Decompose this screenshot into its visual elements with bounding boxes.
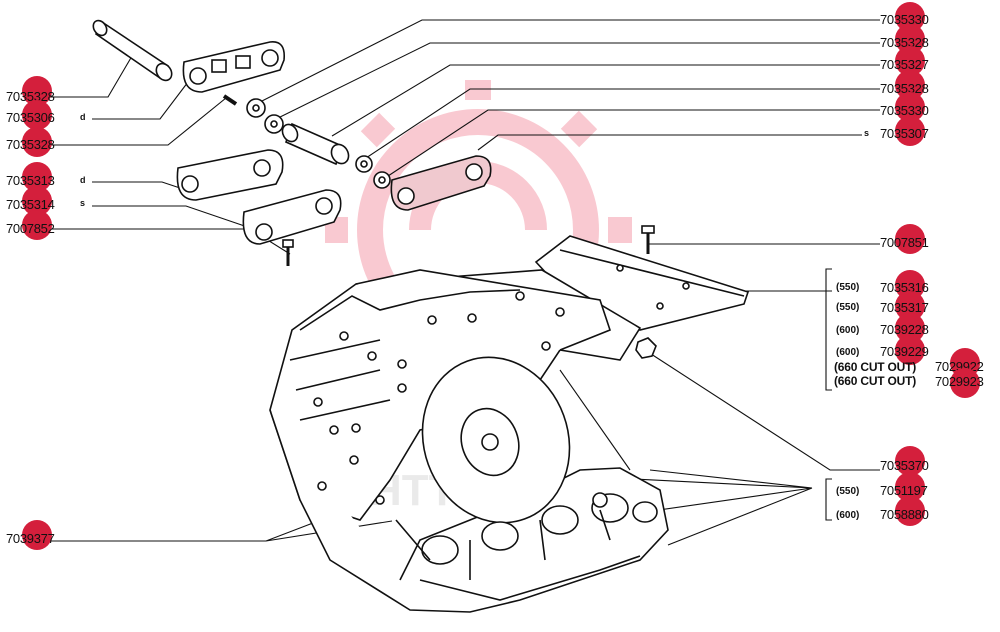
part-number-r9[interactable]: 7035317 bbox=[880, 300, 929, 315]
marker-dot-l6 bbox=[22, 210, 52, 240]
part-number-r14[interactable]: 7035370 bbox=[880, 458, 929, 473]
marker-dot-r6 bbox=[895, 116, 925, 146]
part-number-l7[interactable]: 7039377 bbox=[6, 531, 55, 546]
part-number-r2[interactable]: 7035328 bbox=[880, 35, 929, 50]
part-number-l4[interactable]: 7035313 bbox=[6, 173, 55, 188]
marker-dot-r14 bbox=[895, 446, 925, 476]
track-assembly bbox=[269, 269, 669, 613]
part-number-r1[interactable]: 7035330 bbox=[880, 12, 929, 27]
tag-l4: d bbox=[80, 175, 86, 185]
marker-dot-r11 bbox=[895, 335, 925, 365]
part-number-r11[interactable]: 7039229 bbox=[880, 344, 929, 359]
marker-dot-l3 bbox=[22, 127, 52, 157]
size-r11: (600) bbox=[836, 347, 860, 358]
size-r16: (600) bbox=[836, 510, 860, 521]
part-number-r3[interactable]: 7035327 bbox=[880, 57, 929, 72]
part-number-l3[interactable]: 7035328 bbox=[6, 137, 55, 152]
size-r10: (600) bbox=[836, 325, 860, 336]
tag-l5: s bbox=[80, 198, 86, 208]
part-number-l5[interactable]: 7035314 bbox=[6, 197, 55, 212]
size-r8: (550) bbox=[836, 282, 860, 293]
leader-lines-right bbox=[257, 19, 880, 546]
part-number-r4[interactable]: 7035328 bbox=[880, 81, 929, 96]
part-number-r10[interactable]: 7039228 bbox=[880, 322, 929, 337]
part-number-r13[interactable]: 7029923 bbox=[935, 374, 984, 389]
part-number-r15[interactable]: 7051197 bbox=[880, 483, 928, 498]
marker-dot-l7 bbox=[22, 520, 52, 550]
part-number-l2[interactable]: 7035306 bbox=[6, 110, 55, 125]
tag-l2: d bbox=[80, 112, 86, 122]
part-number-r6[interactable]: 7035307 bbox=[880, 126, 929, 141]
part-number-r7[interactable]: 7007851 bbox=[880, 235, 929, 250]
marker-dot-r7 bbox=[895, 224, 925, 254]
part-number-r8[interactable]: 7035316 bbox=[880, 280, 929, 295]
marker-dot-l2 bbox=[22, 100, 52, 130]
part-number-r16[interactable]: 7058880 bbox=[880, 507, 929, 522]
size-r12: (660 CUT OUT) bbox=[834, 360, 917, 374]
size-r13: (660 CUT OUT) bbox=[834, 374, 917, 388]
marker-dot-r13 bbox=[950, 368, 980, 398]
part-number-r5[interactable]: 7035330 bbox=[880, 103, 929, 118]
part-number-l6[interactable]: 7007852 bbox=[6, 221, 55, 236]
exploded-parts bbox=[92, 19, 657, 359]
marker-dot-r16 bbox=[895, 496, 925, 526]
size-r9: (550) bbox=[836, 302, 860, 313]
size-r15: (550) bbox=[836, 486, 860, 497]
tag-r6: s bbox=[864, 128, 870, 138]
